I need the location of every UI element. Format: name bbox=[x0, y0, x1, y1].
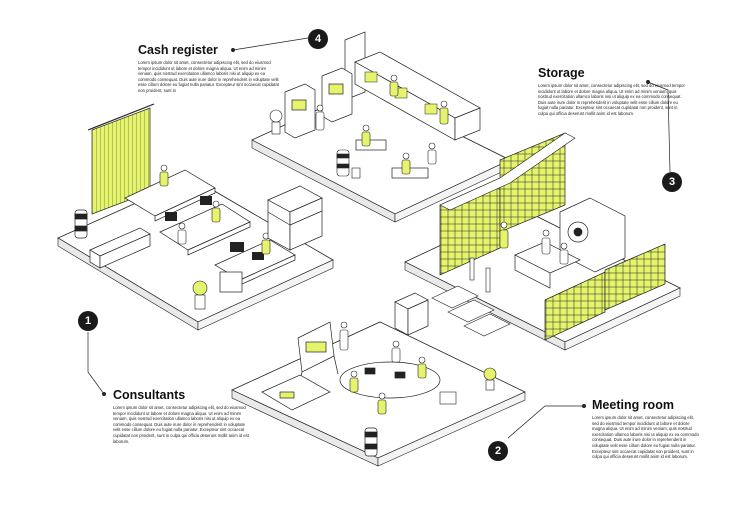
pillars bbox=[469, 257, 491, 293]
label-title-storage: Storage bbox=[538, 66, 585, 80]
locker-wall-back bbox=[499, 132, 566, 233]
consultant-people bbox=[159, 164, 271, 255]
badge-cash-register: 4 bbox=[308, 29, 328, 49]
locker-block-low bbox=[544, 243, 666, 341]
label-body-consultants: Lorem ipsum dolor sit amet, consectetur … bbox=[113, 405, 249, 444]
storage-desk bbox=[514, 241, 581, 289]
barrel-meeting bbox=[364, 427, 378, 457]
cash-people bbox=[315, 74, 449, 175]
barrier-posts bbox=[336, 149, 361, 179]
plant-meeting bbox=[483, 367, 497, 391]
badge-consultants: 1 bbox=[78, 311, 98, 331]
atm-machines bbox=[284, 67, 353, 139]
cabinet bbox=[219, 271, 243, 293]
leader-storage bbox=[647, 81, 671, 173]
whiteboard bbox=[297, 321, 339, 391]
label-title-meeting-room: Meeting room bbox=[592, 398, 674, 412]
label-title-consultants: Consultants bbox=[113, 388, 186, 402]
storage-people bbox=[499, 221, 569, 265]
consultants-room bbox=[57, 103, 334, 331]
side-table bbox=[439, 391, 457, 405]
cash-register-room bbox=[251, 31, 511, 223]
monitors bbox=[165, 196, 264, 260]
counter bbox=[354, 51, 481, 141]
plant-consultants bbox=[192, 280, 208, 310]
label-storage: Storage Lorem ipsum dolor sit amet, cons… bbox=[538, 66, 686, 117]
meeting-table bbox=[339, 361, 441, 399]
leader-meeting-room bbox=[507, 405, 584, 439]
bench bbox=[261, 374, 331, 411]
storage-room bbox=[404, 132, 681, 351]
label-body-meeting-room: Lorem ipsum dolor sit amet, consectetur … bbox=[592, 415, 699, 460]
step-blocks bbox=[431, 285, 511, 337]
leader-consultants bbox=[87, 332, 105, 395]
leader-cash-register bbox=[232, 37, 309, 51]
vault bbox=[559, 197, 626, 273]
sideboard bbox=[89, 227, 151, 269]
label-meeting-room: Meeting room Lorem ipsum dolor sit amet,… bbox=[592, 398, 700, 460]
label-title-cash-register: Cash register bbox=[138, 43, 218, 57]
label-consultants: Consultants Lorem ipsum dolor sit amet, … bbox=[113, 388, 249, 444]
label-body-cash-register: Lorem ipsum dolor sit amet, consectetur … bbox=[138, 60, 279, 93]
label-cash-register: Cash register Lorem ipsum dolor sit amet… bbox=[138, 43, 280, 94]
badge-meeting-room: 2 bbox=[488, 441, 508, 461]
printer-cabinet bbox=[394, 292, 429, 336]
label-body-storage: Lorem ipsum dolor sit amet, consectetur … bbox=[538, 83, 685, 116]
badge-storage: 3 bbox=[662, 172, 682, 192]
meeting-people bbox=[339, 321, 427, 415]
meeting-room bbox=[231, 292, 526, 467]
leader-lines bbox=[87, 37, 671, 439]
barrel-stack bbox=[74, 209, 88, 239]
shelving-unit bbox=[267, 185, 323, 251]
plant-cash bbox=[269, 109, 283, 135]
